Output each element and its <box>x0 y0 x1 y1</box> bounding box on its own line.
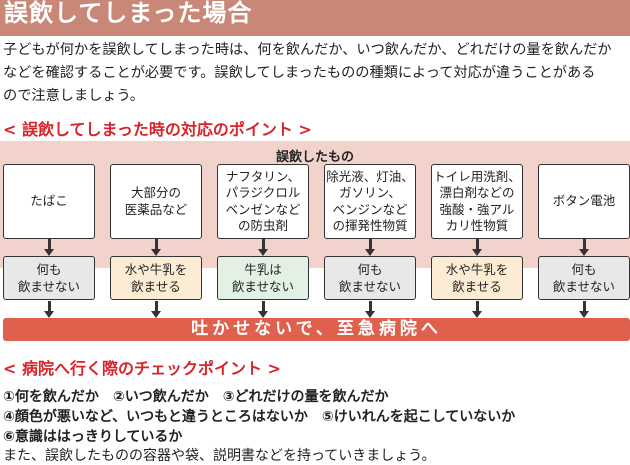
item-text: 医薬品など <box>124 201 188 217</box>
checkpoint-line: ⑥意識ははっきりしているか <box>3 429 183 445</box>
swallowed-item-box: 大部分の医薬品など <box>110 164 202 239</box>
action-box: 水や牛乳を飲ませる <box>110 256 202 300</box>
checkpoint-line: ①何を飲んだか ②いつ飲んだか ③どれだけの量を飲んだか <box>3 389 389 405</box>
page-title: 誤飲してしまった場合 <box>0 0 630 36</box>
item-text: ナフタリン、 <box>225 168 301 184</box>
swallowed-item-box: トイレ用洗剤、漂白剤などの強酸・強アルカリ性物質 <box>431 164 523 239</box>
item-text: ガソリン、 <box>339 185 401 200</box>
swallowed-item-box: たばこ <box>3 164 95 239</box>
intro-line: などを確認することが必要です。誤飲してしまったものの種類によって対応が違うことが… <box>3 65 596 81</box>
action-text: 飲ませる <box>131 279 181 294</box>
item-text: 大部分の <box>130 185 181 200</box>
item-text: パラジクロル <box>225 185 301 200</box>
swallowed-item-box: ナフタリン、パラジクロルベンゼンなどの防虫剤 <box>217 164 309 239</box>
intro-paragraph: 子どもが何かを誤飲してしまった時は、何を飲んだか、いつ飲んだか、どれだけの量を飲… <box>3 39 630 108</box>
item-text: カリ性物質 <box>445 218 509 233</box>
action-box: 牛乳は飲ませない <box>217 256 309 300</box>
checkpoint-line: ④顔色が悪いなど、いつもと違うところはないか ⑤けいれんを起こしていないか <box>3 409 516 425</box>
item-text: ベンゼンなど <box>225 201 301 217</box>
item-text: たばこ <box>30 193 68 209</box>
band-label: 誤飲したもの <box>275 150 354 165</box>
section-heading-response: < 誤飲してしまった時の対応のポイント > <box>3 120 312 139</box>
item-text: 漂白剤などの <box>439 185 515 200</box>
action-text: 飲ませない <box>17 279 81 294</box>
item-text: の防虫剤 <box>237 218 288 233</box>
action-box: 何も飲ませない <box>3 256 95 300</box>
intro-line: ので注意しましょう。 <box>3 88 145 104</box>
swallowed-item-box: ボタン電池 <box>538 164 630 239</box>
action-box: 何も飲ませない <box>538 256 630 300</box>
action-text: 水や牛乳を <box>445 262 509 277</box>
item-text: 除光液、灯油、 <box>326 168 414 184</box>
action-box: 何も飲ませない <box>324 256 416 300</box>
item-text: の揮発性物質 <box>332 218 408 233</box>
item-text: 強酸・強アル <box>439 201 515 217</box>
action-text: 飲ませる <box>452 279 502 294</box>
action-text: 何も <box>357 262 383 277</box>
action-text: 何も <box>36 262 62 277</box>
swallowed-items-band <box>0 141 630 268</box>
swallowed-item-box: 除光液、灯油、ガソリン、ベンジンなどの揮発性物質 <box>324 164 416 239</box>
action-text: 何も <box>571 262 597 277</box>
section-heading-checkpoints: < 病院へ行く際のチェックポイント > <box>3 359 281 378</box>
action-text: 牛乳は <box>244 262 282 277</box>
hospital-banner: 吐かせないで、至急病院へ <box>3 318 630 341</box>
action-box: 水や牛乳を飲ませる <box>431 256 523 300</box>
item-text: ベンジンなど <box>332 201 408 217</box>
action-text: 飲ませない <box>552 279 616 294</box>
intro-line: 子どもが何かを誤飲してしまった時は、何を飲んだか、いつ飲んだか、どれだけの量を飲… <box>3 42 612 58</box>
checkpoint-note: また、誤飲したものの容器や袋、説明書などを持っていきましょう。 <box>3 448 436 464</box>
action-text: 水や牛乳を <box>124 262 188 277</box>
action-text: 飲ませない <box>338 279 402 294</box>
item-text: トイレ用洗剤、 <box>433 168 521 184</box>
action-text: 飲ませない <box>231 279 295 294</box>
item-text: ボタン電池 <box>552 193 616 209</box>
